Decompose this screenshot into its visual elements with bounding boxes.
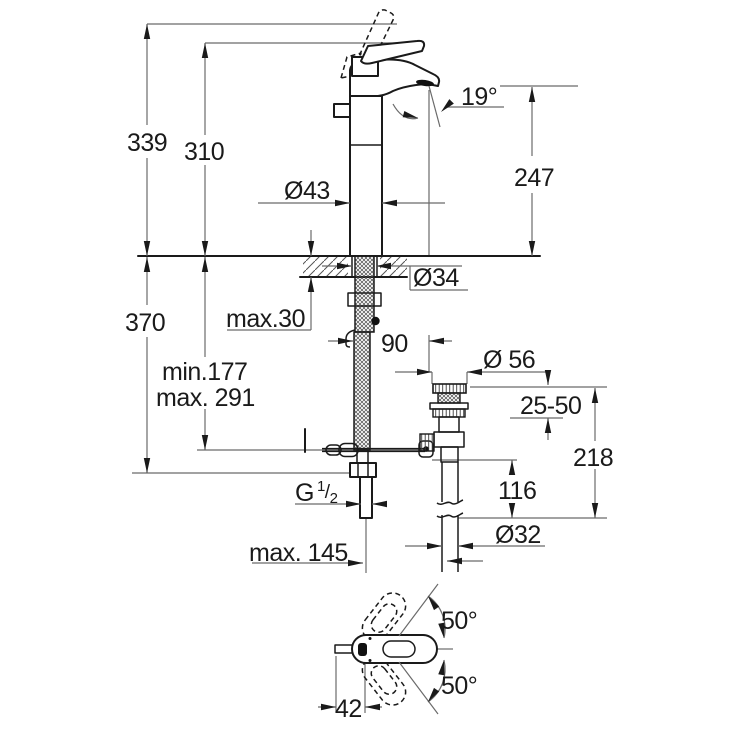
faucet-body-column [349, 95, 383, 257]
dimension-arrowheads [143, 24, 599, 711]
arrowhead [528, 87, 536, 102]
label-height-total: 339 [127, 129, 167, 157]
arrowhead [458, 542, 473, 550]
arrowhead [337, 262, 352, 270]
label-swivel-down: 50° [441, 672, 477, 700]
arrowhead [372, 500, 387, 508]
drain-pipe [436, 462, 464, 572]
handle-raised-dashed [355, 9, 395, 68]
plan-view [334, 583, 446, 715]
label-hose-max: max. 291 [156, 384, 255, 412]
dimension-labels: 339 310 19° 247 Ø43 Ø34 max.30 370 90 mi… [125, 83, 614, 723]
arrowhead [346, 500, 361, 508]
lever-joint-mark [358, 643, 367, 656]
threaded-shank [354, 255, 375, 333]
g12-thread-pipe [359, 476, 373, 519]
label-drain-diameter: Ø32 [495, 521, 541, 549]
label-height-handle: 310 [184, 138, 224, 166]
arrowhead [307, 277, 315, 292]
faucet-lever [360, 39, 426, 65]
arrowhead [438, 660, 445, 676]
label-handle-overhang: 42 [335, 695, 362, 723]
arrowhead [376, 262, 391, 270]
waste-ring [429, 402, 469, 410]
arrowhead [143, 458, 151, 473]
pop-up-waste [419, 383, 469, 572]
arrowhead [335, 199, 350, 207]
stream-angle-line [428, 85, 441, 128]
label-adjust-range: 25-50 [520, 392, 581, 420]
arrowhead [201, 241, 209, 256]
arrowhead [467, 368, 482, 376]
label-body-diameter: Ø43 [284, 177, 330, 205]
arrowhead [441, 99, 454, 112]
waste-neck [438, 416, 460, 433]
faucet-front-view [333, 9, 441, 257]
arrowhead [201, 257, 209, 272]
arrowhead [428, 596, 440, 611]
below-deck-assembly [304, 255, 434, 519]
arrowhead [348, 559, 363, 567]
fixing-bracket [347, 292, 382, 307]
arrowhead [447, 557, 462, 565]
label-below-deck: 370 [125, 309, 165, 337]
faucet-base-top-view [351, 634, 438, 664]
reference-lines [132, 23, 607, 713]
arrowhead [591, 388, 599, 403]
pipe-break [436, 499, 464, 506]
arrowhead [508, 460, 516, 475]
flexible-hose [353, 331, 371, 451]
label-hole-diameter: Ø34 [413, 264, 459, 292]
arrowhead [143, 257, 151, 272]
arrowhead [428, 687, 440, 702]
label-hose-reach: max. 145 [249, 539, 348, 567]
rod-clevis-small [325, 444, 342, 456]
label-deck-thickness: max.30 [226, 305, 305, 333]
label-hose-min: min.177 [162, 358, 247, 386]
arrowhead [544, 370, 552, 385]
arrowhead [417, 368, 432, 376]
arrowhead [338, 337, 353, 345]
arrowhead [438, 622, 445, 638]
waste-tee [433, 431, 465, 448]
arrowhead [143, 24, 151, 39]
label-offset-90: 90 [381, 330, 408, 358]
arrowhead [427, 542, 442, 550]
swivel-arc-lower [427, 659, 446, 703]
fixing-ball [371, 316, 380, 326]
aerator [416, 79, 434, 87]
label-swivel-up: 50° [441, 607, 477, 635]
arrowhead [508, 503, 516, 518]
spout-slot [382, 640, 416, 658]
arrowhead [528, 241, 536, 256]
arrowhead [382, 199, 397, 207]
arrowhead [307, 241, 315, 256]
arrowhead [402, 111, 418, 118]
waste-side-outlet [419, 433, 435, 452]
label-pipe-height: 116 [498, 477, 536, 505]
label-spout-angle: 19° [461, 83, 497, 111]
label-flange-diameter: Ø 56 [483, 346, 535, 374]
label-spout-height: 247 [514, 164, 554, 192]
arrowhead [365, 703, 380, 711]
arrowhead [429, 337, 444, 345]
waste-lower [440, 446, 459, 463]
arrowhead [544, 418, 552, 433]
label-waste-height: 218 [573, 444, 613, 472]
waste-band [432, 408, 466, 418]
body-side-tab [333, 103, 351, 118]
arrowhead [321, 703, 336, 711]
waste-knurl [437, 392, 461, 404]
arrowhead [201, 43, 209, 58]
arrowhead [201, 435, 209, 450]
arrowhead [591, 503, 599, 518]
g12-nut [349, 462, 377, 478]
swivel-arc-upper [427, 595, 446, 639]
arrowhead [143, 241, 151, 256]
waste-cap [432, 383, 467, 394]
